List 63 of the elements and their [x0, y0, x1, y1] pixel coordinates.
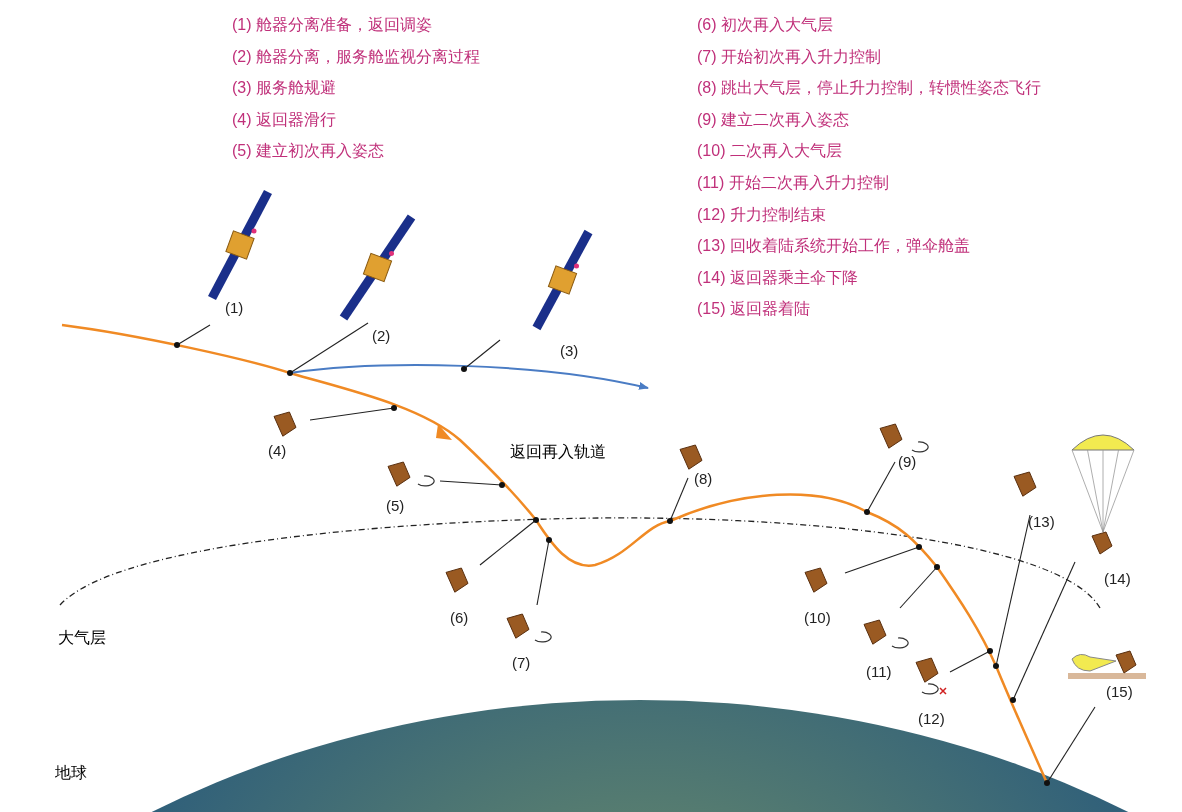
legend-item: (6) 初次再入大气层 [697, 15, 833, 35]
step-number: (13) [1028, 513, 1055, 530]
earth-label: 地球 [55, 763, 87, 783]
trajectory-label: 返回再入轨道 [510, 442, 606, 462]
legend-item: (2) 舱器分离，服务舱监视分离过程 [232, 46, 480, 67]
capsule-icon [274, 412, 296, 437]
legend-item: (12) 升力控制结束 [697, 204, 826, 225]
trajectory-point [461, 366, 467, 372]
step-number: (10) [804, 609, 831, 626]
legend-item: (5) 建立初次再入姿态 [232, 141, 384, 162]
step-number: (15) [1106, 683, 1133, 700]
step-number: (12) [918, 710, 945, 727]
step-number: (11) [866, 663, 892, 680]
legend-item: (11) 开始二次再入升力控制 [697, 173, 889, 193]
step-number: (14) [1104, 570, 1131, 587]
capsule-icon [680, 445, 702, 470]
legend-item: (13) 回收着陆系统开始工作，弹伞舱盖 [697, 236, 970, 257]
capsule-icon [864, 620, 909, 648]
capsule-icon [446, 568, 468, 593]
trajectory-point [987, 648, 993, 654]
trajectory-point [1010, 697, 1016, 703]
capsule-icon [507, 614, 552, 642]
legend-item: (10) 二次再入大气层 [697, 141, 842, 162]
landed-capsule-icon [1068, 651, 1146, 679]
legend-item: (14) 返回器乘主伞下降 [697, 267, 858, 288]
step-number: (8) [694, 470, 713, 487]
step-number: (5) [386, 497, 405, 514]
trajectory-point [499, 482, 505, 488]
trajectory-point [993, 663, 999, 669]
trajectory-point [546, 537, 552, 543]
leader-line [899, 566, 938, 609]
trajectory-point [287, 370, 293, 376]
step-number: (3) [560, 342, 579, 359]
capsule-icon [1014, 472, 1036, 497]
atmosphere-label: 大气层 [58, 628, 106, 648]
step-number: (9) [898, 453, 917, 470]
capsule-icon [916, 658, 946, 694]
capsule-icon [388, 462, 435, 487]
step-number: (4) [268, 442, 287, 459]
legend-item: (7) 开始初次再入升力控制 [697, 46, 881, 67]
capsule-icon [805, 568, 827, 593]
legend-item: (9) 建立二次再入姿态 [697, 109, 849, 130]
trajectory-point [174, 342, 180, 348]
leader-line [479, 519, 537, 566]
legend-item: (8) 跳出大气层，停止升力控制，转惯性姿态飞行 [697, 78, 1041, 99]
trajectory-point [667, 518, 673, 524]
trajectory-point [391, 405, 397, 411]
step-number: (7) [512, 654, 531, 671]
legend-item: (15) 返回器着陆 [697, 299, 810, 320]
trajectory-point [934, 564, 940, 570]
legend-item: (3) 服务舱规避 [232, 78, 336, 99]
step-number: (6) [450, 609, 469, 626]
legend-item: (4) 返回器滑行 [232, 109, 336, 130]
legend-item: (1) 舱器分离准备，返回调姿 [232, 15, 432, 35]
step-number: (1) [225, 299, 244, 316]
trajectory-point [864, 509, 870, 515]
step-number: (2) [372, 327, 391, 344]
trajectory-point [1044, 780, 1050, 786]
capsule-icon [880, 424, 929, 452]
trajectory-point [916, 544, 922, 550]
parachute-capsule-icon [1072, 435, 1134, 554]
trajectory-point [533, 517, 539, 523]
leader-line [463, 339, 501, 370]
